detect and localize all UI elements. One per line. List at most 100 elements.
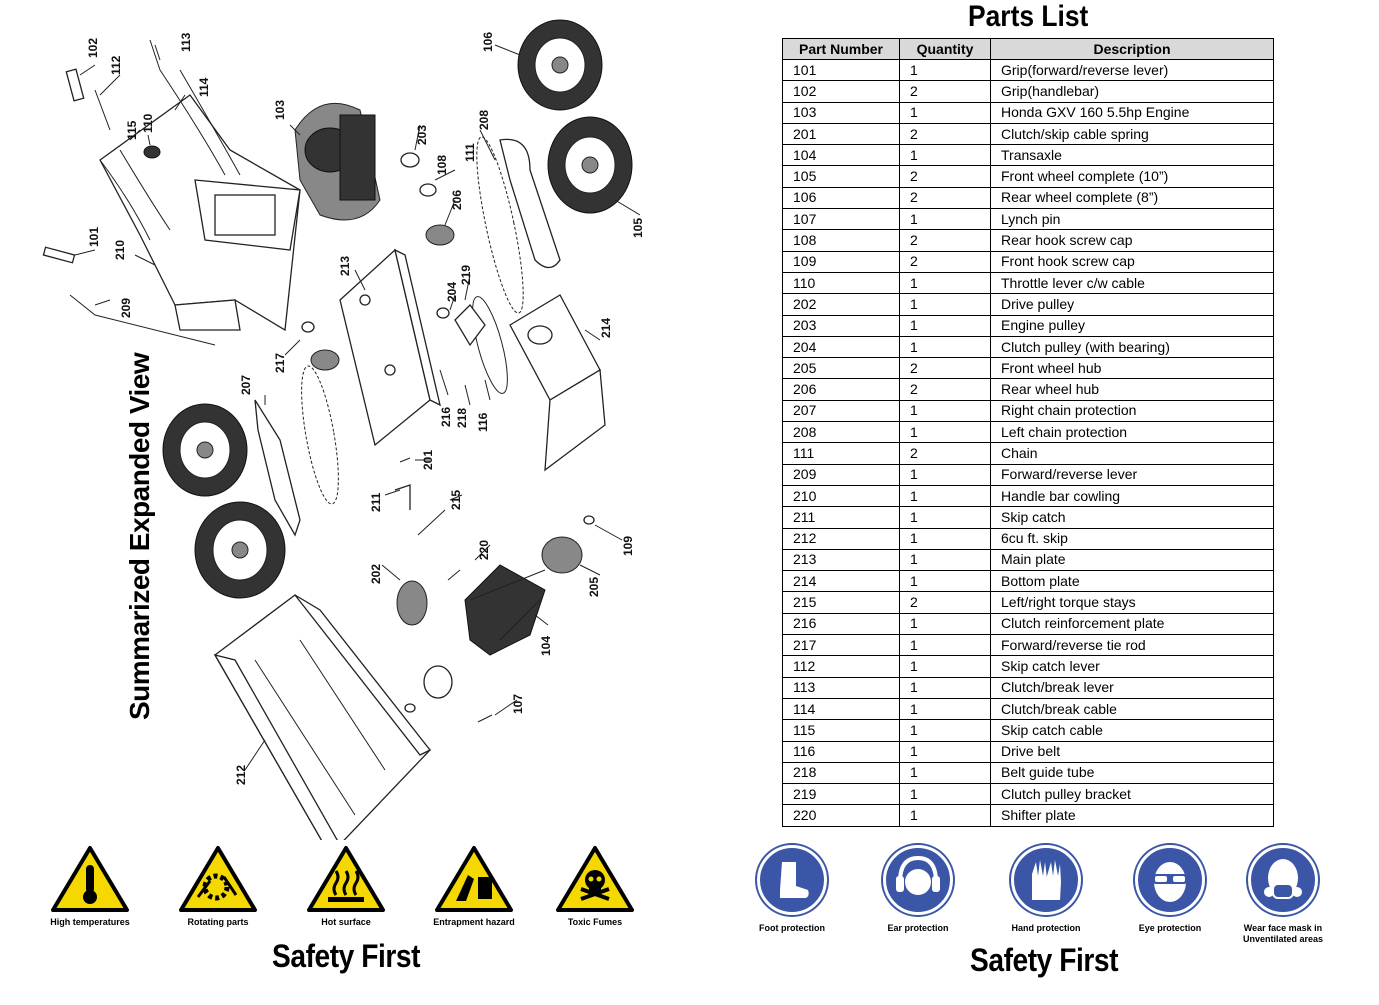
ppe-label: Eye protection <box>1138 923 1202 933</box>
callout-102: 102 <box>86 38 100 58</box>
cell-part-number: 211 <box>782 506 900 529</box>
cell-part-number: 212 <box>782 527 900 550</box>
cell-part-number: 210 <box>782 484 900 508</box>
callout-217: 217 <box>273 353 287 373</box>
cell-description: Rear wheel hub <box>990 378 1274 401</box>
callout-216: 216 <box>439 407 453 427</box>
callout-211: 211 <box>369 492 383 512</box>
ppe-face-mask: Wear face mask in Unventilated areas <box>1225 845 1341 945</box>
cell-description: Skip catch lever <box>990 655 1274 678</box>
cell-quantity: 1 <box>899 655 991 678</box>
callout-104: 104 <box>539 636 553 656</box>
cell-part-number: 113 <box>782 676 900 699</box>
cell-part-number: 111 <box>782 442 900 465</box>
callout-218: 218 <box>455 408 469 428</box>
cell-description: Belt guide tube <box>990 761 1274 785</box>
cell-quantity: 2 <box>899 122 991 146</box>
high-temperature-icon <box>51 846 129 912</box>
rear-wheel-top-drawing <box>517 19 603 111</box>
cell-quantity: 1 <box>899 548 991 572</box>
cell-description: Shifter plate <box>990 804 1274 827</box>
cell-part-number: 208 <box>782 421 900 444</box>
header-description: Description <box>990 38 1274 60</box>
cell-quantity: 2 <box>899 442 991 465</box>
cell-description: Front wheel hub <box>990 357 1274 380</box>
gloves-icon <box>1011 845 1081 915</box>
cell-part-number: 105 <box>782 165 900 188</box>
hazard-toxic-fumes: Toxic Fumes <box>540 845 650 927</box>
wheel-left-lower-drawing <box>194 501 286 599</box>
cell-description: Handle bar cowling <box>990 484 1274 508</box>
ppe-signs: Foot protection Ear protection Hand prot… <box>755 845 1375 955</box>
cell-description: Honda GXV 160 5.5hp Engine <box>990 101 1274 124</box>
cell-description: Skip catch <box>990 506 1274 529</box>
callout-113: 113 <box>179 32 193 52</box>
ppe-label: Wear face mask in Unventilated areas <box>1242 923 1324 944</box>
expanded-view-panel: 102 112 113 114 115 110 101 210 209 103 … <box>35 19 650 974</box>
cell-description: Grip(handlebar) <box>990 80 1274 103</box>
hazard-label: Entrapment hazard <box>433 917 515 927</box>
cell-description: Grip(forward/reverse lever) <box>990 58 1274 82</box>
rotating-parts-icon <box>179 846 257 912</box>
callout-108: 108 <box>435 155 449 175</box>
cell-quantity: 1 <box>899 314 991 337</box>
callout-213: 213 <box>338 256 352 276</box>
header-quantity: Quantity <box>899 38 991 60</box>
callout-114: 114 <box>197 77 211 97</box>
cell-description: Clutch pulley (with bearing) <box>990 335 1274 359</box>
callout-101: 101 <box>87 227 101 247</box>
cell-description: Forward/reverse tie rod <box>990 634 1274 657</box>
callout-207: 207 <box>239 375 253 395</box>
cell-part-number: 102 <box>782 80 900 103</box>
cell-quantity: 1 <box>899 527 991 550</box>
cell-part-number: 101 <box>782 58 900 82</box>
ppe-hand-protection: Hand protection <box>991 845 1101 934</box>
bottom-plate-drawing <box>509 294 606 472</box>
skip-drawing <box>213 594 432 840</box>
cell-part-number: 204 <box>782 335 900 359</box>
hazard-entrapment: Entrapment hazard <box>419 845 529 927</box>
ppe-label: Foot protection <box>759 923 825 933</box>
callout-103: 103 <box>273 100 287 120</box>
hazard-rotating-parts: Rotating parts <box>163 845 273 927</box>
callout-205: 205 <box>587 577 601 597</box>
cell-quantity: 1 <box>899 293 991 316</box>
cell-part-number: 103 <box>782 101 900 124</box>
cell-part-number: 116 <box>782 740 900 763</box>
cell-quantity: 1 <box>899 101 991 124</box>
cell-part-number: 209 <box>782 463 900 486</box>
cell-description: Forward/reverse lever <box>990 463 1274 486</box>
cell-part-number: 217 <box>782 634 900 657</box>
cell-description: 6cu ft. skip <box>990 527 1274 550</box>
cell-quantity: 1 <box>899 58 991 82</box>
parts-list-title: Parts List <box>968 0 1089 33</box>
cell-description: Rear hook screw cap <box>990 229 1274 252</box>
cell-quantity: 1 <box>899 144 991 167</box>
cell-description: Left chain protection <box>990 421 1274 444</box>
cell-quantity: 1 <box>899 634 991 657</box>
engine-drawing <box>294 102 381 221</box>
cell-quantity: 1 <box>899 484 991 508</box>
callout-115: 115 <box>125 120 139 140</box>
cell-part-number: 214 <box>782 570 900 593</box>
callout-214: 214 <box>599 318 613 338</box>
cell-description: Front wheel complete (10”) <box>990 165 1274 188</box>
cell-description: Bottom plate <box>990 570 1274 593</box>
hazard-high-temperatures: High temperatures <box>35 845 145 927</box>
cell-part-number: 202 <box>782 293 900 316</box>
cell-description: Main plate <box>990 548 1274 572</box>
cell-quantity: 1 <box>899 208 991 231</box>
